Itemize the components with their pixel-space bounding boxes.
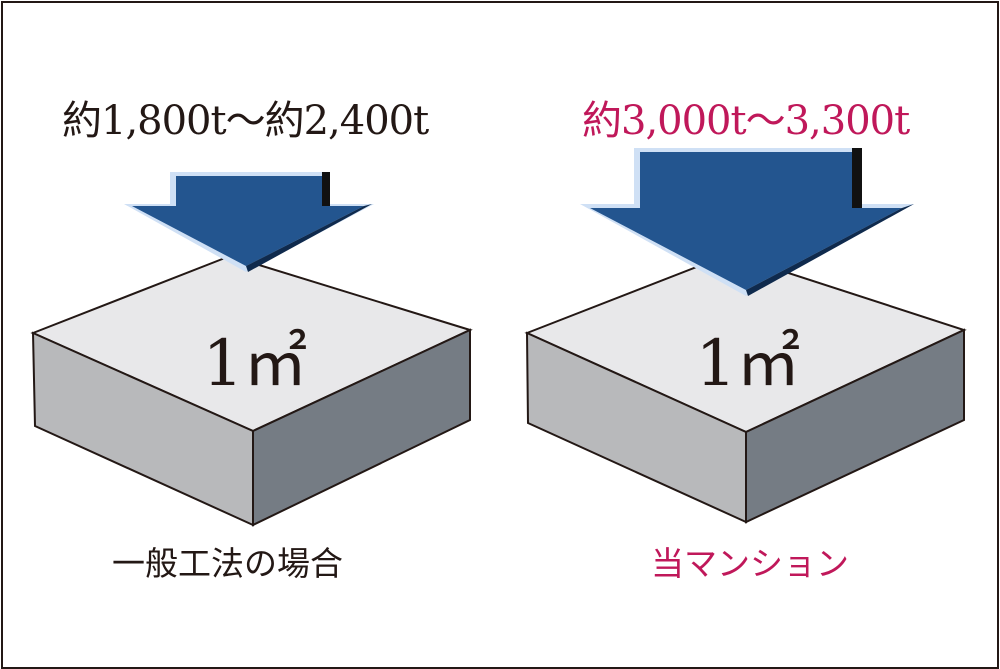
left-block-right-face [252,328,471,527]
right-load-label: 約3,000t〜3,300t [582,98,910,144]
left-block [30,254,473,527]
left-down-arrow-icon [124,172,374,272]
right-unit-label: 1㎡ [695,327,801,401]
right-caption: 当マンション [651,544,849,583]
right-block-right-face [745,328,965,524]
right-down-arrow-icon [580,148,914,296]
left-caption: 一般工法の場合 [112,544,343,583]
left-load-label: 約1,800t〜約2,400t [62,98,429,144]
right-block [524,252,967,524]
left-unit-label: 1㎡ [202,327,308,401]
